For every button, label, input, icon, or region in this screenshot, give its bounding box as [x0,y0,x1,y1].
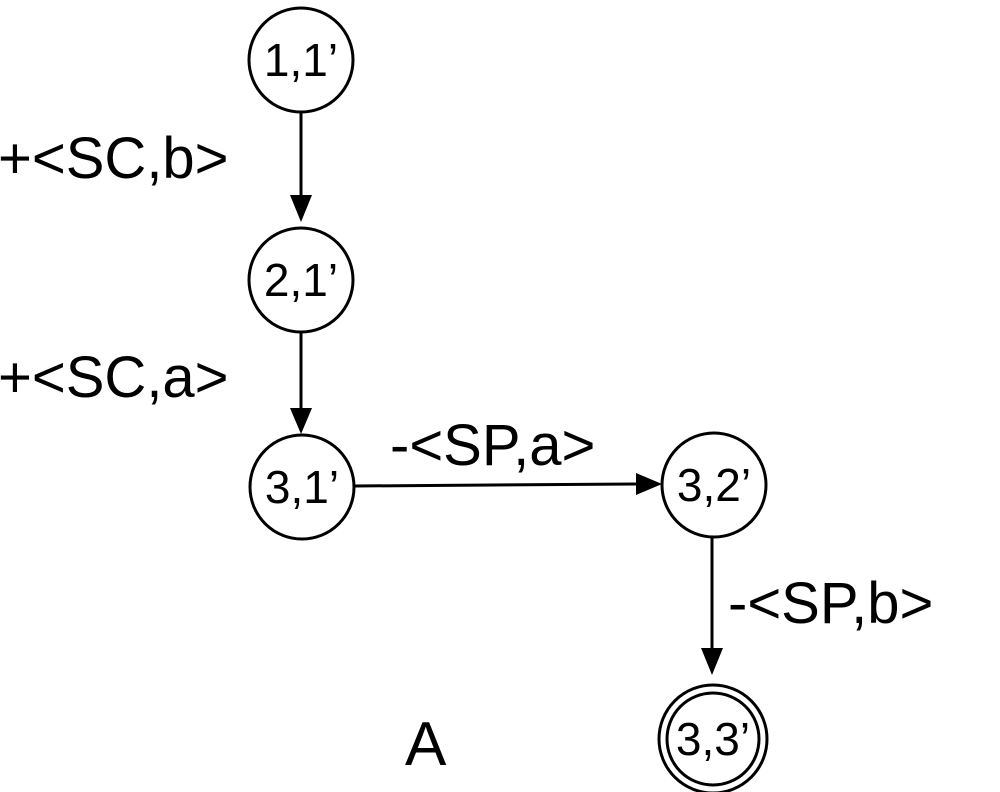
state-label: 2,1’ [264,254,338,306]
state-inner-circle [665,691,761,787]
state-label: 3,1’ [265,461,339,513]
edge-label-n1-n2: +<SC,b> [0,126,229,191]
edge-label-n4-n5: -<SP,b> [728,571,933,636]
edge-n2-n3 [290,333,312,434]
state-circle [660,431,768,539]
edge-n3-n4 [354,473,662,495]
state-node-4: 3,2’ [660,431,768,539]
state-node-1: 1,1’ [247,6,355,114]
edge-line [354,482,637,488]
edge-label-n2-n3: +<SC,a> [0,345,229,410]
state-label: 3,3’ [676,713,750,765]
edge-n4-n5 [701,537,723,675]
edge-label-n3-n4: -<SP,a> [390,413,595,478]
state-circle [247,226,355,334]
edge-n1-n2 [290,112,312,222]
state-node-3: 3,1’ [248,433,356,541]
diagram-caption: A [405,710,447,779]
state-circle [248,433,356,541]
arrow-head [290,195,312,222]
arrow-head [290,408,312,434]
state-label: 3,2’ [677,459,751,511]
state-label: 1,1’ [264,34,338,86]
state-node-5-accepting: 3,3’ [657,683,769,792]
state-node-2: 2,1’ [247,226,355,334]
state-circle [247,6,355,114]
arrow-head [701,648,723,675]
arrow-head [636,473,662,495]
